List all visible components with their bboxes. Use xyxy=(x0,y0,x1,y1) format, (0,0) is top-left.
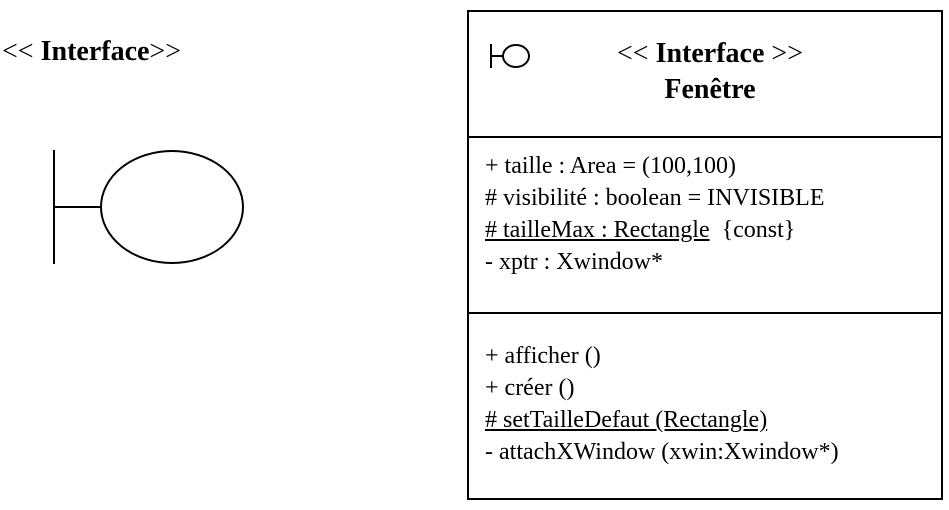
attribute-item: # visibilité : boolean = INVISIBLE xyxy=(485,185,825,211)
attribute-static-part: # tailleMax : Rectangle xyxy=(485,217,710,243)
class-operations-compartment: + afficher () + créer () # setTailleDefa… xyxy=(469,314,941,498)
attribute-item: - xptr : Xwindow* xyxy=(485,249,663,275)
left-stereotype-suffix: >> xyxy=(149,36,182,67)
attribute-list: + taille : Area = (100,100) # visibilité… xyxy=(485,150,825,278)
class-header-compartment: << Interface >> Fenêtre xyxy=(469,12,941,138)
attribute-constraint: {const} xyxy=(709,217,796,243)
operation-static-part: # setTailleDefaut (Rectangle) xyxy=(485,407,768,433)
operation-item: # setTailleDefaut (Rectangle) xyxy=(485,404,839,436)
operation-item: + créer () xyxy=(485,375,575,401)
lollipop-circle xyxy=(100,150,244,264)
left-stereotype-word: Interface xyxy=(40,36,150,67)
interface-small-icon xyxy=(489,42,533,75)
class-stereotype-word: Interface xyxy=(655,38,765,69)
class-stereotype-prefix: << xyxy=(616,38,656,69)
operation-item: + afficher () xyxy=(485,343,601,369)
class-stereotype-suffix: >> xyxy=(764,38,803,69)
class-name: Fenêtre xyxy=(664,74,756,105)
left-stereotype-prefix: << xyxy=(2,36,41,67)
uml-class-box: << Interface >> Fenêtre + taille : Area … xyxy=(467,10,943,500)
attribute-item: + taille : Area = (100,100) xyxy=(485,153,737,179)
left-stereotype-label: << Interface>> xyxy=(2,36,181,68)
interface-lollipop-icon xyxy=(50,148,250,271)
operation-list: + afficher () + créer () # setTailleDefa… xyxy=(485,340,839,468)
class-stereotype: << Interface >> xyxy=(469,38,941,70)
operation-item: - attachXWindow (xwin:Xwindow*) xyxy=(485,439,839,465)
attribute-item: # tailleMax : Rectangle {const} xyxy=(485,214,825,246)
class-attributes-compartment: + taille : Area = (100,100) # visibilité… xyxy=(469,138,941,314)
